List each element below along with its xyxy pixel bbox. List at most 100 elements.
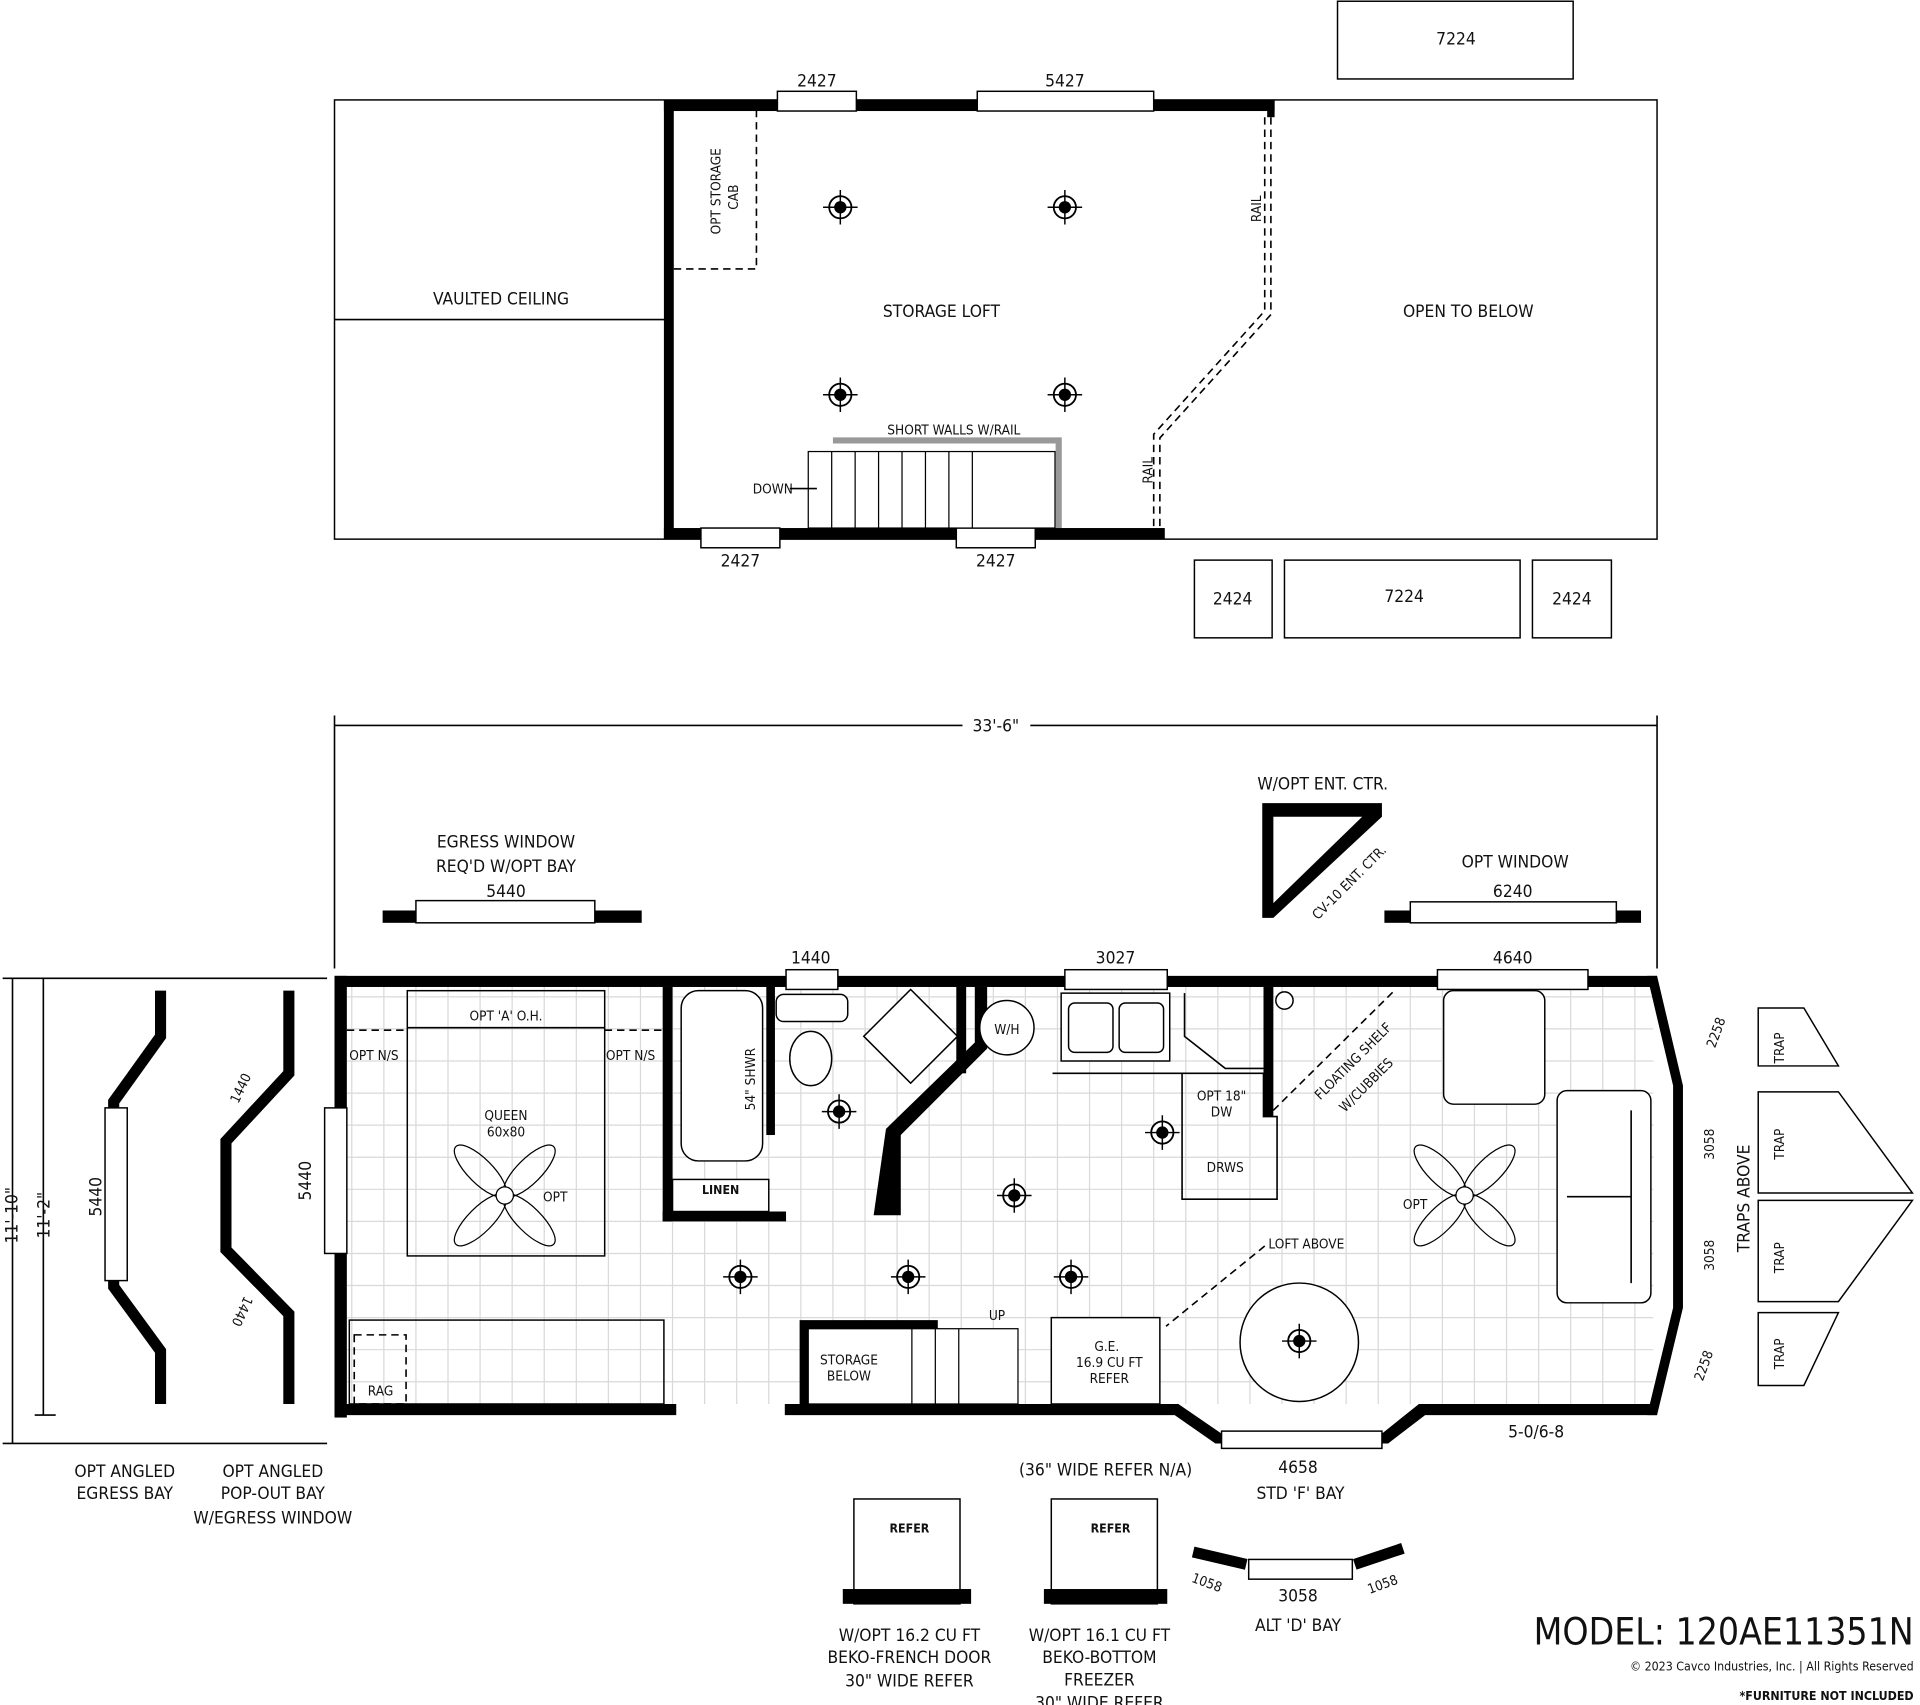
- light-fixture-icon: [1282, 1323, 1317, 1359]
- label: W/OPT 16.2 CU FT: [839, 1626, 981, 1646]
- copyright: © 2023 Cavco Industries, Inc. | All Righ…: [1630, 1659, 1914, 1673]
- label: 30" WIDE REFER: [845, 1671, 974, 1691]
- light-fixture-icon: [1053, 1259, 1089, 1295]
- dim-label: 1440: [228, 1294, 256, 1329]
- label: OPT STORAGE: [709, 148, 725, 234]
- window-box-top: [1336, 0, 1574, 80]
- label: (36" WIDE REFER N/A): [1019, 1461, 1192, 1481]
- dim-label: 6240: [1493, 882, 1533, 902]
- toilet: [789, 1030, 833, 1087]
- window: [1436, 968, 1589, 991]
- window: [700, 527, 781, 549]
- dim-label: 11'-2": [35, 1192, 55, 1239]
- window: [776, 90, 858, 112]
- label: DW: [1211, 1105, 1232, 1121]
- dim-label: 5440: [86, 1177, 106, 1217]
- label: RAIL: [1249, 195, 1265, 222]
- dim-label: 3058: [1278, 1586, 1318, 1606]
- label: RAIL: [1140, 457, 1156, 484]
- stairs: [807, 450, 1056, 529]
- label: LINEN: [702, 1183, 739, 1197]
- label: VAULTED CEILING: [433, 290, 569, 310]
- label: 54" SHWR: [743, 1047, 759, 1110]
- traps: [1757, 1007, 1914, 1387]
- label: POP-OUT BAY: [221, 1484, 326, 1504]
- light-fixture-icon: [823, 377, 858, 413]
- label: RAG: [368, 1383, 394, 1399]
- label: REFER: [1090, 1371, 1130, 1387]
- dim-label: 2258: [1704, 1015, 1730, 1050]
- armchair: [1442, 989, 1546, 1105]
- label: OPT 18": [1197, 1088, 1246, 1104]
- label: BEKO-BOTTOM: [1042, 1648, 1156, 1668]
- dim-label: 7224: [1384, 587, 1424, 607]
- window: [976, 90, 1155, 112]
- label: 16.9 CU FT: [1076, 1355, 1143, 1371]
- queen-bed: [406, 989, 606, 1257]
- sink: [775, 993, 849, 1023]
- label: ALT 'D' BAY: [1255, 1616, 1342, 1636]
- label: 60x80: [487, 1124, 525, 1140]
- light-fixture-icon: [823, 189, 858, 225]
- label: OPT N/S: [349, 1048, 399, 1064]
- label: OPEN TO BELOW: [1403, 302, 1534, 322]
- label: TRAP: [1772, 1129, 1788, 1161]
- label: G.E.: [1094, 1339, 1119, 1355]
- window-box: [1193, 559, 1273, 639]
- short-walls: [832, 437, 1062, 529]
- label: LOFT ABOVE: [1268, 1237, 1344, 1253]
- label: BEKO-FRENCH DOOR: [827, 1648, 991, 1668]
- window: [1409, 901, 1618, 924]
- exterior-wall: [334, 975, 1658, 987]
- shower: [680, 989, 764, 1162]
- opt-storage-cab: [673, 111, 758, 270]
- dim-label: 2427: [797, 71, 837, 91]
- label: FREEZER: [1064, 1670, 1135, 1690]
- light-fixture-icon: [723, 1259, 758, 1295]
- label: DOWN: [753, 481, 793, 497]
- window: [955, 527, 1036, 549]
- label: OPT ANGLED: [222, 1462, 323, 1482]
- label: W/EGRESS WINDOW: [193, 1509, 352, 1529]
- label: UP: [989, 1308, 1005, 1324]
- label: EGRESS BAY: [76, 1484, 173, 1504]
- window: [785, 968, 839, 991]
- light-fixtures: [723, 1094, 1317, 1359]
- dim-label: 7224: [1436, 29, 1476, 49]
- ceiling-fan-icon: [1413, 1144, 1516, 1247]
- label: REFER: [1091, 1521, 1131, 1535]
- label: OPT N/S: [606, 1048, 656, 1064]
- dim-label: 1440: [227, 1071, 255, 1106]
- dim-label: 2427: [721, 551, 761, 571]
- dim-label: 2427: [976, 551, 1016, 571]
- water-heater: [978, 999, 1035, 1056]
- stairs: [807, 1328, 1019, 1405]
- wardrobe: [348, 1319, 665, 1405]
- window: [1064, 968, 1169, 991]
- label: 30" WIDE REFER: [1035, 1694, 1164, 1705]
- label: OPT 'A' O.H.: [470, 1008, 543, 1024]
- label: W/OPT 16.1 CU FT: [1029, 1626, 1171, 1646]
- label: OPT WINDOW: [1462, 852, 1569, 872]
- model-number: MODEL: 120AE11351N: [1534, 1611, 1914, 1654]
- floating-shelf: [1272, 990, 1395, 1111]
- dim-label: 5440: [296, 1161, 316, 1201]
- label: TRAP: [1772, 1242, 1788, 1274]
- dim-label: 1058: [1189, 1570, 1224, 1596]
- light-fixture-icon: [890, 1259, 926, 1295]
- loft-wall: [663, 99, 1275, 112]
- window-box: [1531, 559, 1613, 639]
- label: QUEEN: [484, 1108, 527, 1124]
- label: SHORT WALLS W/RAIL: [887, 422, 1020, 438]
- dim-label: 2424: [1213, 590, 1253, 610]
- bay-window: [1220, 1430, 1383, 1450]
- dim-label: 1440: [791, 949, 831, 969]
- label: REFER: [890, 1521, 930, 1535]
- light-fixture-icon: [821, 1094, 857, 1129]
- label: REQ'D W/OPT BAY: [436, 857, 577, 877]
- label: TRAP: [1772, 1032, 1788, 1064]
- light-fixture-icon: [1145, 1115, 1180, 1150]
- rail-line: [1159, 117, 1272, 529]
- dim-label: 4640: [1493, 949, 1533, 969]
